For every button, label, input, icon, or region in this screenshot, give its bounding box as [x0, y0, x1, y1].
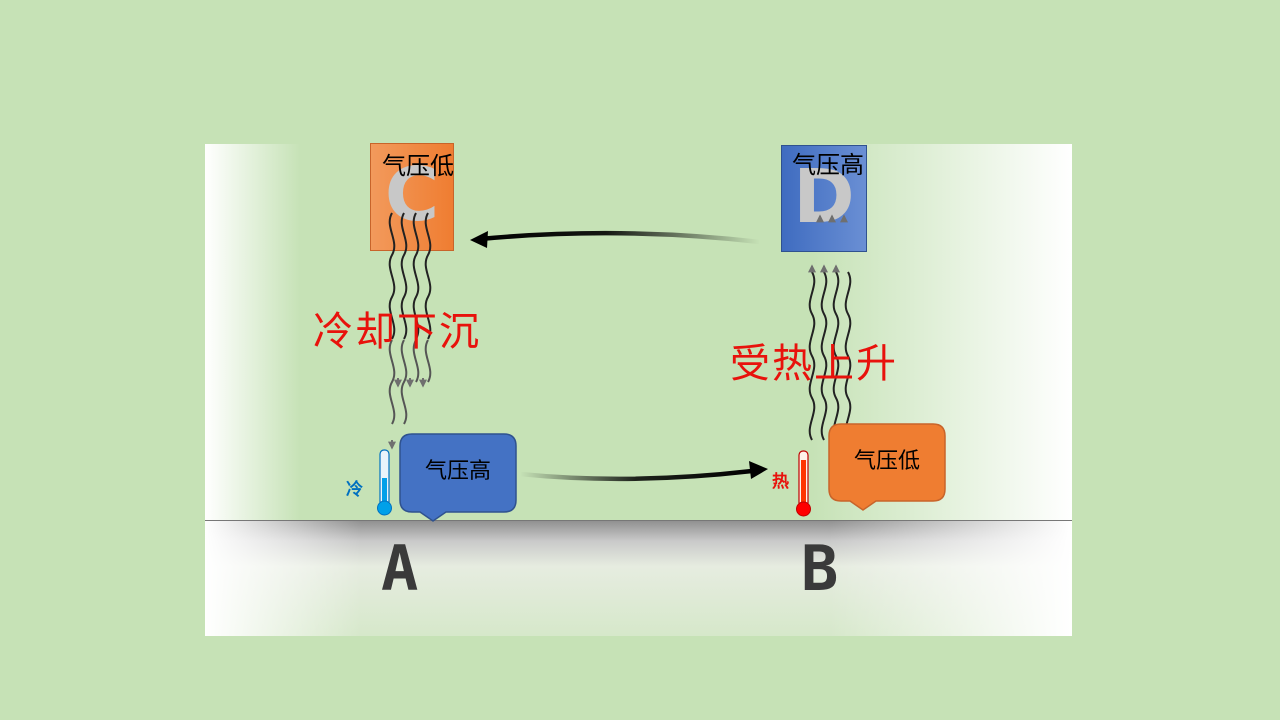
callout-b-text: 气压低 — [853, 449, 920, 474]
thermometer-hot-icon — [796, 450, 811, 517]
callout-b-shape — [828, 423, 946, 511]
point-c-label: C — [384, 152, 440, 238]
box-c: C — [370, 143, 454, 251]
arrow-d-to-c — [470, 230, 761, 248]
point-a-label: A — [381, 532, 419, 605]
sinking-air-waves — [388, 212, 432, 450]
thermometer-cold-icon — [377, 449, 392, 516]
hot-label: 热 — [772, 472, 789, 492]
callout-a-text: 气压高 — [424, 459, 491, 484]
cold-label: 冷 — [346, 480, 363, 500]
diagram-scene — [205, 144, 1072, 636]
rising-air-waves — [808, 214, 852, 441]
ground-line — [205, 520, 1072, 521]
box-d: D — [781, 145, 867, 252]
process-rising-label: 受热上升 — [730, 341, 898, 387]
c-pressure-label: 气压低 — [382, 152, 454, 180]
ground — [205, 520, 1072, 636]
point-b-label: B — [801, 532, 839, 605]
arrow-a-to-b — [519, 461, 768, 482]
callout-a-shape — [399, 433, 517, 522]
d-pressure-label: 气压高 — [792, 151, 864, 179]
process-sinking-label: 冷却下沉 — [313, 309, 481, 355]
